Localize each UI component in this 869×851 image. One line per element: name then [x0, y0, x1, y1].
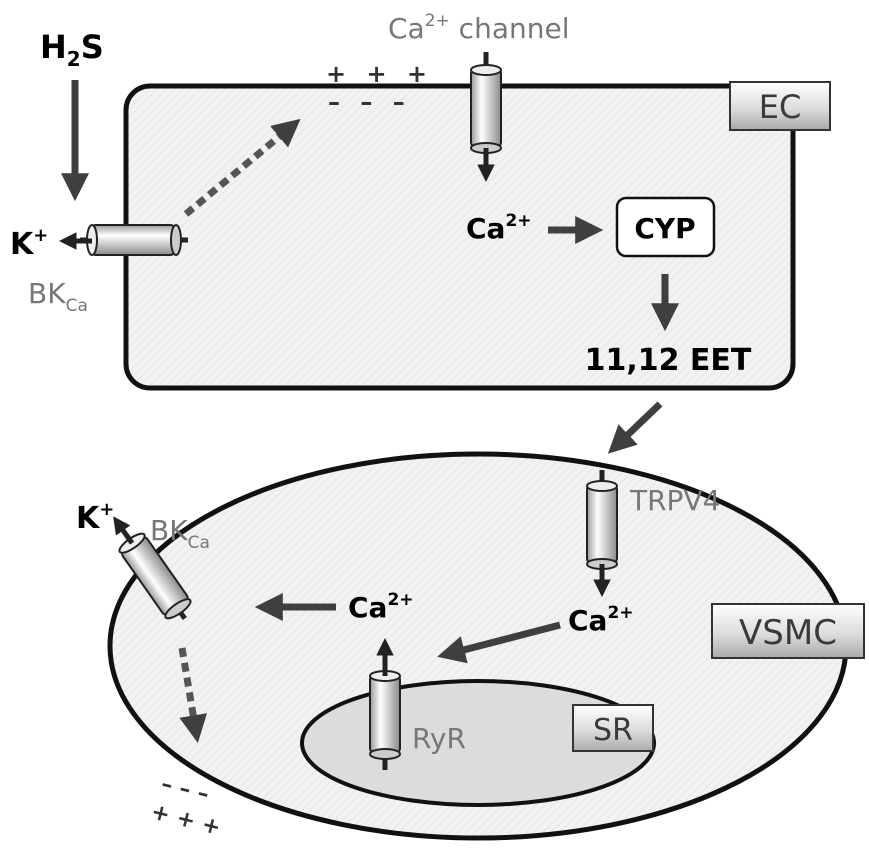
ca-ion-vsmc-left-label: Ca2+	[348, 590, 414, 624]
ec-plus-signs: + + +	[326, 60, 433, 88]
vsmc-box-label: VSMC	[739, 613, 837, 653]
ryr-label: RyR	[412, 722, 466, 755]
trpv4-channel	[586, 470, 618, 597]
eet-label: 11,12 EET	[585, 343, 752, 378]
vsmc-plus-signs: + + +	[149, 800, 224, 841]
vsmc-box: VSMC	[711, 603, 865, 659]
ca-channel-label: Ca2+ channel	[388, 11, 569, 45]
ca-ion-ec-label: Ca2+	[466, 211, 532, 245]
ca-right-to-ryr-arrow	[437, 621, 561, 664]
k-ion-ec-label: K+	[10, 225, 48, 262]
ryr-channel	[369, 638, 401, 770]
ec-ca-channel	[470, 52, 502, 182]
bkca-ec-label: BKCa	[28, 277, 88, 316]
ca-ion-vsmc-right-label: Ca2+	[568, 603, 634, 637]
trpv4-label: TRPV4	[629, 484, 720, 517]
ec-minus-signs: – – –	[328, 88, 411, 116]
cyp-box: CYP	[615, 196, 716, 258]
eet-to-trpv4-arrow	[607, 401, 663, 454]
ec-box: EC	[729, 81, 831, 131]
sr-box: SR	[572, 704, 654, 752]
h2s-label: H2S	[40, 28, 104, 71]
bkca-vsmc-label: BKCa	[150, 514, 210, 553]
depolarization-dashed-arrow-ec	[183, 118, 301, 217]
ec-bkca-channel	[59, 224, 188, 256]
cyp-label: CYP	[634, 212, 695, 245]
k-ion-vsmc-label: K+	[76, 499, 114, 536]
ec-box-label: EC	[759, 88, 802, 126]
vsmc-bkca-channel	[113, 516, 192, 621]
sr-box-label: SR	[593, 713, 633, 748]
